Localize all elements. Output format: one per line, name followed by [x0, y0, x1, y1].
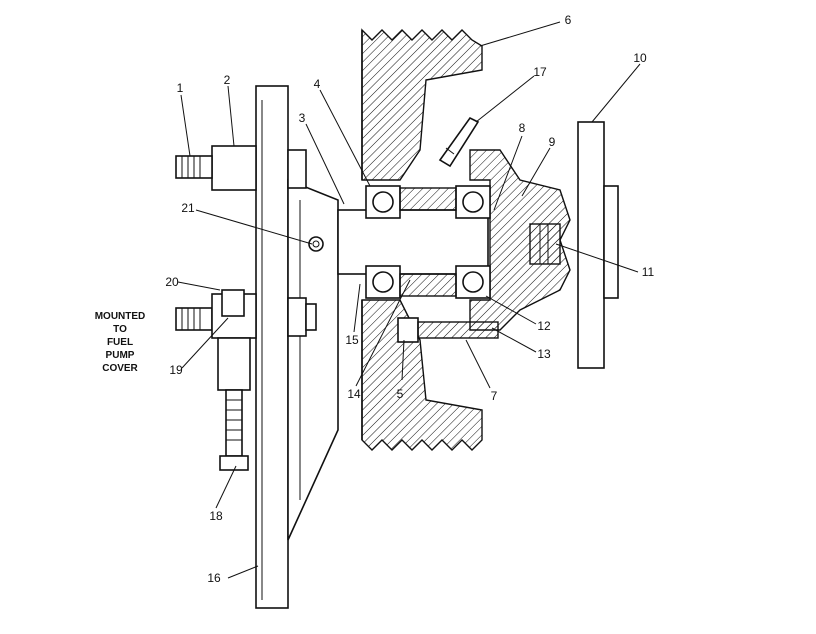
callout-15: 15 [345, 333, 359, 347]
leader-lines [177, 21, 641, 579]
callout-labels: 1 2 3 4 5 6 7 8 9 10 11 12 13 14 15 16 1… [165, 13, 654, 585]
grease-fitting [438, 116, 480, 168]
note-line-3: FUEL [107, 337, 133, 348]
note-line-4: PUMP [106, 350, 135, 361]
note-line-5: COVER [102, 363, 138, 374]
pulley [361, 28, 483, 451]
callout-11: 11 [642, 265, 655, 279]
note-line-1: MOUNTED [95, 311, 146, 322]
callout-9: 9 [549, 135, 556, 149]
callout-2: 2 [224, 73, 231, 87]
callout-20: 20 [165, 275, 179, 289]
callout-4: 4 [314, 77, 321, 91]
callout-6: 6 [565, 13, 572, 27]
bracket-block [175, 145, 307, 191]
bearings [365, 185, 491, 299]
mounting-note: MOUNTED TO FUEL PUMP COVER [95, 311, 146, 374]
callout-7: 7 [491, 389, 498, 403]
note-line-2: TO [113, 324, 127, 335]
bearing-housing [469, 149, 571, 331]
callout-10: 10 [633, 51, 647, 65]
callout-12: 12 [537, 319, 551, 333]
callout-21: 21 [181, 201, 195, 215]
callout-13: 13 [537, 347, 551, 361]
callout-19: 19 [169, 363, 183, 377]
callout-1: 1 [177, 81, 184, 95]
callout-17: 17 [533, 65, 547, 79]
callout-8: 8 [519, 121, 526, 135]
mounting-plate [255, 85, 339, 609]
capscrews [397, 317, 499, 343]
shaft-housing [308, 209, 489, 275]
callout-5: 5 [397, 387, 404, 401]
hub-flange [529, 121, 619, 369]
callout-3: 3 [299, 111, 306, 125]
callout-16: 16 [207, 571, 221, 585]
callout-18: 18 [209, 509, 223, 523]
callout-14: 14 [347, 387, 361, 401]
lower-bracket [175, 289, 317, 471]
